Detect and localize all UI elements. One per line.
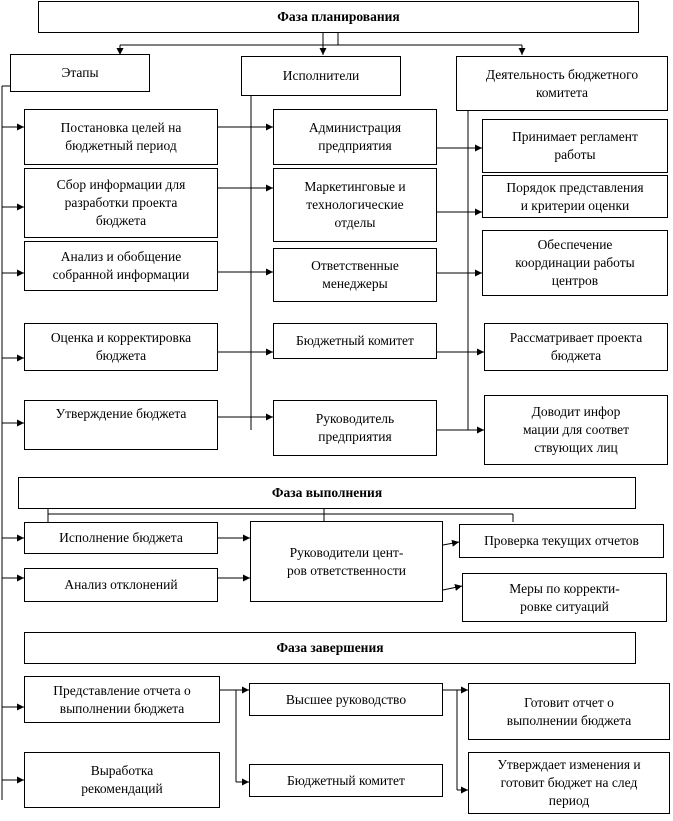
stages-header: Этапы	[10, 54, 150, 92]
result-report-check: Проверка текущих отчетов	[459, 524, 664, 558]
stage-assessment: Оценка и корректировка бюджета	[24, 323, 218, 371]
performers-header: Исполнители	[241, 56, 401, 96]
committee-header: Деятельность бюджетного комитета	[456, 56, 668, 111]
stage-analysis: Анализ и обобщение собранной информации	[24, 241, 218, 291]
performer-marketing: Маркетинговые и технологические отделы	[273, 168, 437, 242]
completion-phase-title: Фаза завершения	[24, 632, 636, 664]
committee-review: Рассматривает проекта бюджета	[484, 323, 668, 371]
committee-regulation: Принимает регламент работы	[482, 119, 668, 173]
stage-approval: Утверждение бюджета	[24, 400, 218, 450]
stage-report-submission: Представление отчета о выполнении бюджет…	[24, 676, 220, 723]
result-prepare-report: Готовит отчет о выполнении бюджета	[468, 683, 670, 740]
performer-budget-committee: Бюджетный комитет	[273, 323, 437, 359]
performer-responsibility-heads: Руководители цент- ров ответственности	[250, 521, 443, 602]
stage-recommendations: Выработка рекомендаций	[24, 752, 220, 808]
stage-goal-setting: Постановка целей на бюджетный период	[24, 109, 218, 165]
performer-managers: Ответственные менеджеры	[273, 248, 437, 302]
performer-top-management: Высшее руководство	[249, 683, 443, 716]
performer-completion-committee: Бюджетный комитет	[249, 764, 443, 797]
result-approve-changes: Утверждает изменения и готовит бюджет на…	[468, 752, 670, 814]
stage-execution: Исполнение бюджета	[24, 522, 218, 554]
committee-communicate: Доводит инфор мации для соответ ствующих…	[484, 395, 668, 465]
result-corrective-measures: Меры по корректи- ровке ситуаций	[462, 573, 667, 622]
committee-coordination: Обеспечение координации работы центров	[482, 230, 668, 296]
committee-criteria: Порядок представления и критерии оценки	[482, 175, 668, 218]
performer-head: Руководитель предприятия	[273, 400, 437, 456]
stage-info-collection: Сбор информации для разработки проекта б…	[24, 168, 218, 238]
performer-administration: Администрация предприятия	[273, 109, 437, 165]
stage-deviation-analysis: Анализ отклонений	[24, 568, 218, 602]
planning-phase-title: Фаза планирования	[38, 1, 639, 33]
execution-phase-title: Фаза выполнения	[18, 477, 636, 509]
